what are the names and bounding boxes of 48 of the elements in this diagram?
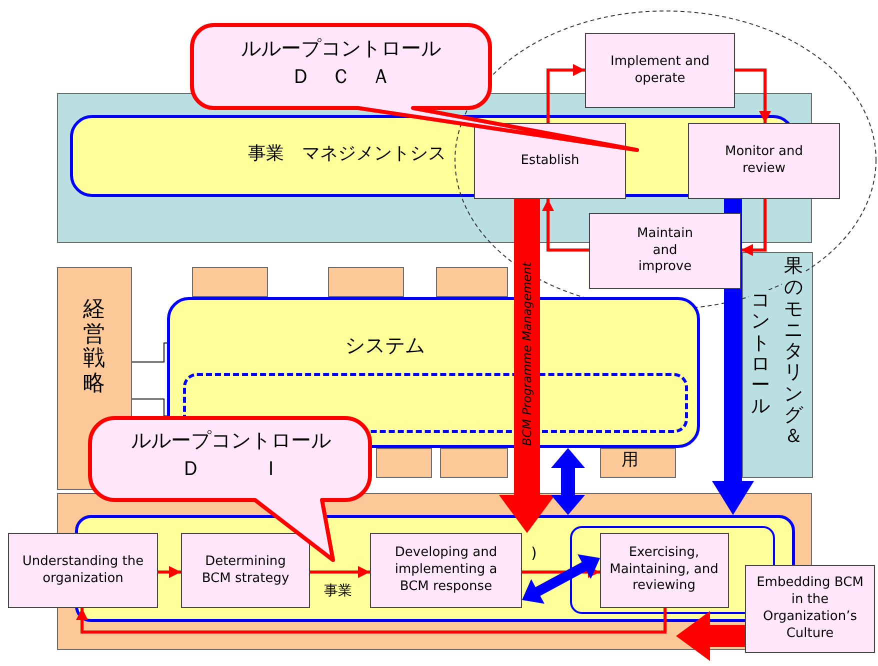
box-text: Monitor and review [724, 144, 804, 178]
tab-block [328, 267, 404, 297]
block-arrow [551, 448, 585, 515]
tab-block [436, 267, 508, 297]
box-text: Developing and implementing a BCM response [394, 545, 498, 596]
connector-line [132, 342, 168, 362]
callout-text: ルループコントロール [240, 36, 442, 60]
process-box [370, 533, 522, 608]
arrow [76, 608, 666, 634]
arrow [741, 199, 766, 256]
box-text: Establish [520, 152, 580, 170]
tab-block [440, 448, 508, 478]
tab-block [376, 448, 432, 478]
arrow [310, 566, 370, 578]
tab-block [192, 267, 268, 297]
label-text: 事業 [323, 583, 353, 600]
arrow [735, 68, 771, 123]
process-box [181, 533, 310, 608]
side-panel [742, 252, 813, 478]
process-box [474, 123, 626, 199]
arrow [158, 566, 181, 578]
box-text: Exercising, Maintaining, and reviewing [608, 544, 720, 596]
connector-line [132, 398, 168, 416]
process-box [585, 33, 735, 108]
process-box [589, 213, 741, 289]
callout-text: Ｄ Ｃ Ａ [290, 64, 392, 88]
label-text: 経営戦略 [82, 298, 106, 396]
arrow [542, 199, 589, 252]
tab-block [600, 448, 676, 478]
process-box [688, 123, 840, 199]
block-arrow [712, 197, 754, 515]
box-text: Understanding the organization [21, 554, 145, 588]
label-text: システム [344, 333, 426, 357]
process-box [8, 533, 158, 608]
callout-text: ルループコントロール [130, 428, 332, 452]
label-text: 用 [620, 450, 640, 470]
block-arrow [676, 611, 745, 661]
process-box [600, 532, 728, 608]
box-text: Maintain and improve [636, 226, 694, 276]
process-box [745, 565, 875, 653]
label-text: 事業 マネジメントシス [247, 143, 447, 165]
box-text: Embedding BCM in the Organization’s Culture [756, 575, 864, 643]
box-text: Determining BCM strategy [200, 554, 290, 588]
arrow [546, 64, 585, 123]
callout-text: Ｄ Ｉ [180, 456, 282, 480]
box-text: Implement and operate [610, 54, 710, 88]
text-label: ) [531, 546, 537, 561]
block-arrow [522, 554, 600, 604]
